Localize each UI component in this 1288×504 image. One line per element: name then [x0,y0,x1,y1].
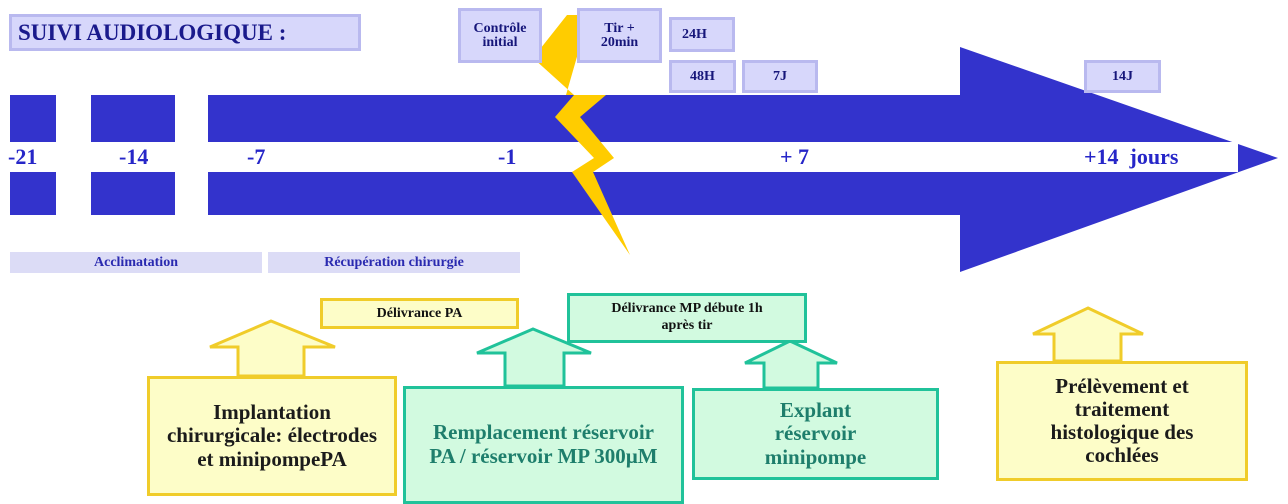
7j-box: 7J [742,60,818,93]
delivrance-pa-label: Délivrance PA [320,298,519,329]
tick-plus-14-jours: +14 jours [1084,144,1179,169]
explant-arrow [744,339,838,390]
explant-box: Explant réservoir minipompe [692,388,939,480]
timeline-block-14-lower [91,172,175,215]
tir-20min-box: Tir + 20min [577,8,662,63]
tick-minus-21: -21 [8,144,38,169]
remplacement-box: Remplacement réservoir PA / réservoir MP… [403,386,684,504]
timeline-block-21-lower [10,172,56,215]
24h-box: 24H [669,17,735,52]
timeline-block-21 [10,95,56,142]
14j-box: 14J [1084,60,1161,93]
timeline-stripe [0,142,1238,172]
controle-initial-box: Contrôle initial [458,8,542,63]
timeline-block-14 [91,95,175,142]
delivrance-mp-label: Délivrance MP débute 1h après tir [567,293,807,343]
phase-recuperation-chirurgie: Récupération chirurgie [268,252,520,273]
tick-minus-14: -14 [119,144,149,169]
prelevement-box: Prélèvement et traitement histologique d… [996,361,1248,481]
tick-plus-7: + 7 [780,144,810,169]
tick-minus-7: -7 [247,144,266,169]
implantation-box: Implantation chirurgicale: électrodes et… [147,376,397,496]
page-title: SUIVI AUDIOLOGIQUE : [9,14,361,51]
implantation-arrow [209,319,336,378]
lightning-bolt [533,15,630,255]
tick-minus-1: -1 [498,144,517,169]
prelevement-arrow [1032,306,1144,363]
48h-box: 48H [669,60,736,93]
phase-acclimatation: Acclimatation [10,252,262,273]
